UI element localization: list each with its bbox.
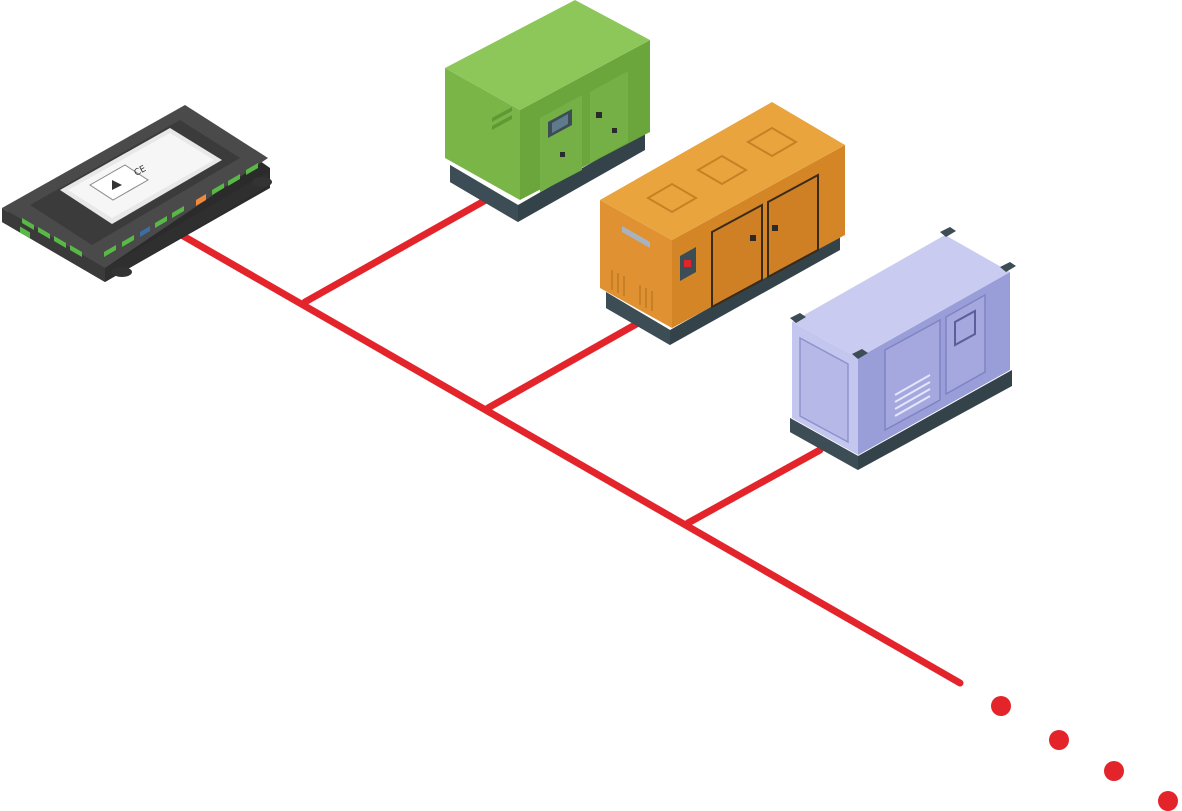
continuation-dot — [991, 696, 1011, 716]
continuation-dots — [991, 696, 1178, 811]
continuation-dot — [1049, 730, 1069, 750]
controller-board: CE — [2, 105, 272, 282]
generator-orange — [600, 102, 845, 345]
branch-line-orange — [484, 318, 644, 412]
branch-line-green — [301, 192, 497, 306]
main-bus-line — [174, 229, 964, 687]
branch-line-purple — [684, 446, 824, 527]
continuation-dot — [1158, 791, 1178, 811]
triangle-logo-icon — [112, 180, 122, 190]
generator-green — [445, 0, 650, 222]
network-bus — [174, 192, 964, 687]
generator-purple — [790, 227, 1016, 470]
continuation-dot — [1104, 761, 1124, 781]
